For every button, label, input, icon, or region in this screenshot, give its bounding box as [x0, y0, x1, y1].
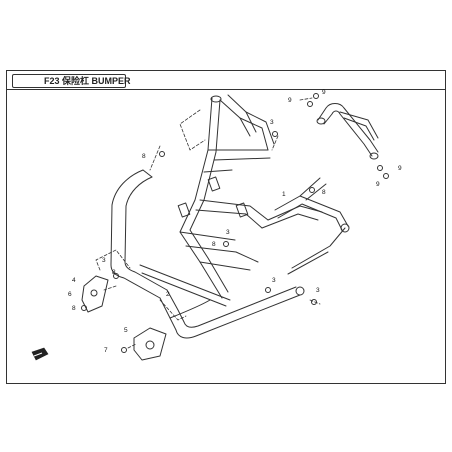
main-frame	[177, 94, 323, 299]
callout-8: 8	[322, 189, 326, 196]
leader-lines	[95, 97, 321, 349]
drawing-sheet	[6, 70, 446, 384]
callout-8: 8	[112, 269, 116, 276]
callout-9: 9	[376, 181, 380, 188]
callout-9: 9	[288, 97, 292, 104]
lower-crossbar	[139, 264, 231, 307]
title-bar	[6, 70, 446, 90]
callout-3: 3	[316, 287, 320, 294]
bolts	[81, 93, 389, 353]
callout-8: 8	[72, 305, 76, 312]
callout-9: 9	[322, 89, 326, 96]
front-bumper-tube	[110, 169, 305, 339]
callout-2: 2	[166, 291, 170, 298]
callout-3: 3	[270, 119, 274, 126]
callout-6: 6	[68, 291, 72, 298]
callout-1: 1	[282, 191, 286, 198]
callout-3: 3	[226, 229, 230, 236]
rear-small-bumper	[316, 103, 379, 160]
front-arrow-icon	[31, 347, 49, 361]
bracket-part-5	[133, 327, 167, 361]
bracket-part-4	[81, 275, 109, 313]
callout-5: 5	[124, 327, 128, 334]
title-frame	[12, 74, 126, 88]
upper-arm-part-1	[274, 177, 350, 275]
callout-3: 3	[272, 277, 276, 284]
callout-8: 8	[142, 153, 146, 160]
callout-3: 3	[102, 257, 106, 264]
callout-8: 8	[212, 241, 216, 248]
callout-4: 4	[72, 277, 76, 284]
page-title: F23 保险杠 BUMPER	[44, 76, 131, 86]
callout-9: 9	[398, 165, 402, 172]
callout-7: 7	[104, 347, 108, 354]
